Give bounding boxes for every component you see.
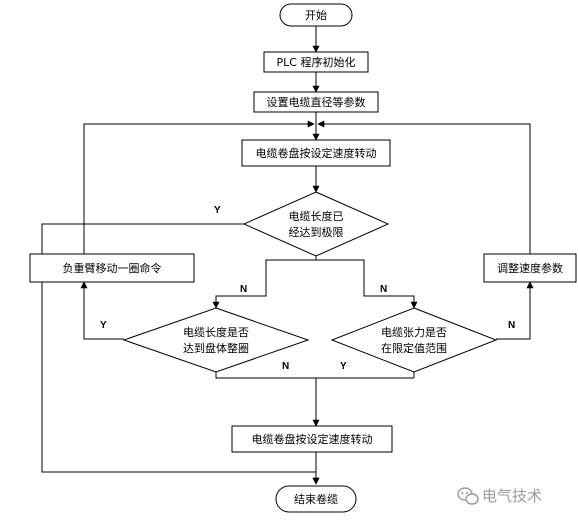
node-set-diameter: 设置电缆直径等参数 [253, 91, 379, 113]
connectors [41, 26, 534, 485]
node-adjust-speed: 调整速度参数 [483, 253, 577, 283]
label-no-full-circle: N [282, 361, 289, 372]
edge-limit-no-left [212, 256, 317, 309]
node-full-circle-line1: 电缆长度是否 [183, 325, 249, 339]
node-tension-decision: 电缆张力是否 在限定值范围 [330, 307, 498, 373]
node-length-limit-line2: 经达到极限 [289, 225, 344, 239]
node-tension-line2: 在限定值范围 [381, 341, 447, 355]
edge-loadarm-loop [83, 120, 315, 254]
node-end-label: 结束卷缆 [294, 492, 338, 506]
watermark: 电气技术 [457, 487, 542, 505]
watermark-text: 电气技术 [482, 487, 542, 505]
label-no-limit-left: N [240, 284, 247, 295]
edge-tension-no [496, 281, 534, 340]
node-start-label: 开始 [305, 8, 327, 22]
node-rotate-1: 电缆卷盘按设定速度转动 [241, 139, 391, 167]
node-rotate-1-label: 电缆卷盘按设定速度转动 [256, 146, 377, 160]
label-yes-tension: Y [340, 361, 347, 372]
node-plc-init-label: PLC 程序初始化 [277, 55, 356, 69]
node-load-arm-move-label: 负重臂移动一圈命令 [63, 261, 162, 275]
node-full-circle-line2: 达到盘体整圈 [183, 341, 249, 355]
wechat-icon [457, 487, 479, 505]
node-start: 开始 [279, 3, 353, 27]
node-rotate-2-label: 电缆卷盘按设定速度转动 [252, 432, 373, 446]
node-full-circle-decision: 电缆长度是否 达到盘体整圈 [122, 307, 310, 373]
node-set-diameter-label: 设置电缆直径等参数 [267, 95, 366, 109]
edge-limit-yes-to-end [41, 223, 316, 473]
edge-full-no-merge [215, 372, 414, 379]
label-no-tension: N [508, 320, 515, 331]
edge-limit-no-right [316, 259, 418, 309]
node-load-arm-move: 负重臂移动一圈命令 [29, 253, 195, 283]
label-yes-limit: Y [214, 205, 221, 216]
node-end: 结束卷缆 [275, 485, 357, 513]
edge-full-yes [80, 281, 124, 340]
node-length-limit-decision: 电缆长度已 经达到极限 [242, 191, 390, 257]
label-yes-full-circle: Y [100, 320, 107, 331]
node-length-limit-line1: 电缆长度已 [289, 209, 344, 223]
node-tension-line1: 电缆张力是否 [381, 326, 447, 339]
edge-adjust-loop [317, 120, 531, 254]
node-rotate-2: 电缆卷盘按设定速度转动 [231, 425, 393, 453]
node-adjust-speed-label: 调整速度参数 [497, 261, 563, 275]
label-no-limit-right: N [380, 284, 387, 295]
node-plc-init: PLC 程序初始化 [263, 51, 369, 73]
